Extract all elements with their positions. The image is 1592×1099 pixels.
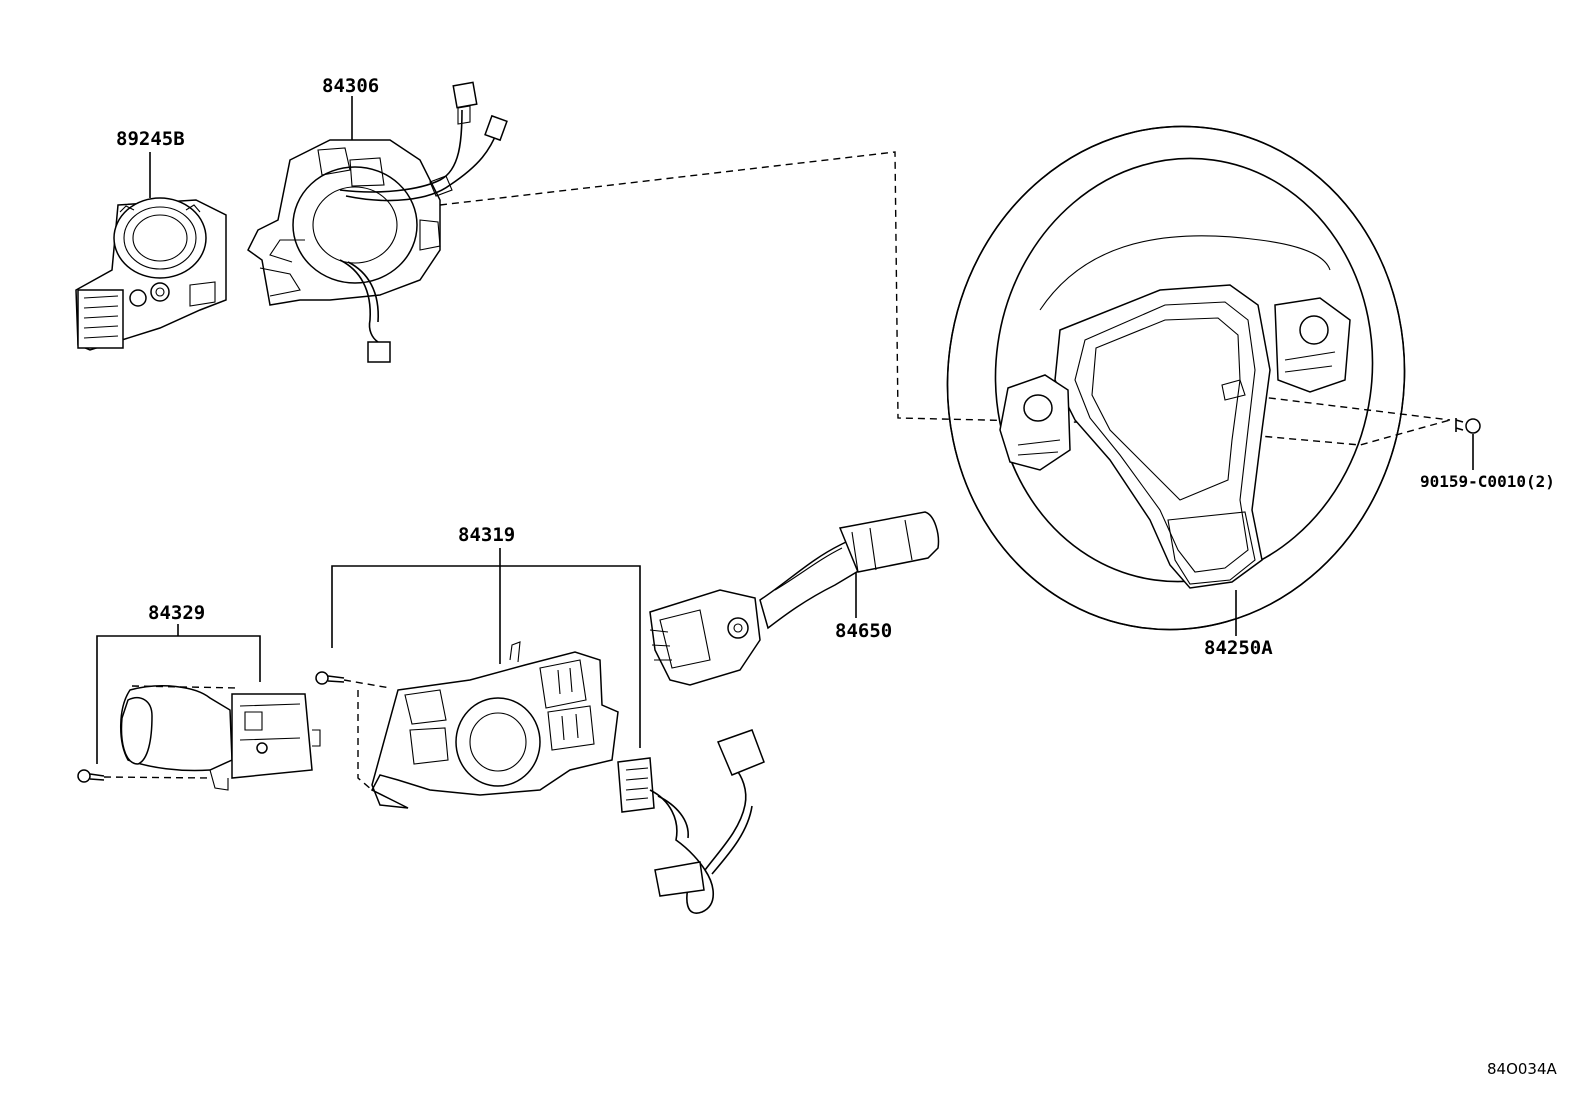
part-84250A-steering-wheel	[946, 125, 1406, 631]
part-84319-harness	[617, 729, 765, 914]
label-89245B: 89245B	[116, 128, 185, 150]
label-84319: 84319	[458, 524, 515, 546]
part-84650-wiper-switch	[649, 511, 940, 686]
label-84329: 84329	[148, 602, 205, 624]
part-84329-turn-switch	[120, 685, 321, 791]
label-84650: 84650	[835, 620, 892, 642]
label-90159-C0010: 90159-C0010(2)	[1420, 472, 1555, 491]
screw-84329-dashed-line	[103, 685, 241, 779]
label-84250A: 84250A	[1204, 637, 1273, 659]
part-84319-switch-body	[370, 641, 619, 809]
label-84306: 84306	[322, 75, 379, 97]
part-89245B-sensor	[75, 197, 227, 351]
bolt-dashed-line	[1244, 394, 1451, 421]
part-screw-84329	[77, 769, 105, 783]
bracket-84319	[331, 565, 641, 748]
part-84306-spiral-cable	[247, 81, 508, 363]
part-screw-84319	[315, 671, 345, 685]
screw-84319-dashed-line	[343, 679, 391, 791]
figure-reference: 84O034A	[1487, 1060, 1558, 1078]
part-90159-bolt	[1455, 418, 1481, 434]
